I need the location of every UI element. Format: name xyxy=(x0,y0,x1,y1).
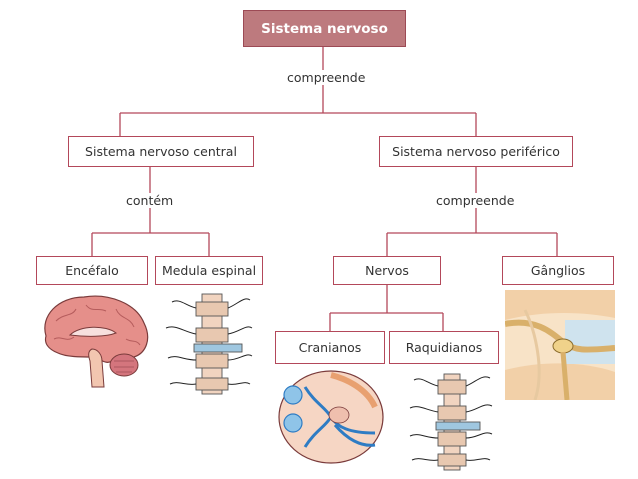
root-node: Sistema nervoso xyxy=(243,10,406,47)
peripheral-connector-label: compreende xyxy=(434,193,517,208)
central-connector-label: contém xyxy=(124,193,176,208)
brain-illustration xyxy=(44,295,149,388)
central-node: Sistema nervoso central xyxy=(68,136,254,167)
encefalo-node: Encéfalo xyxy=(36,256,148,285)
spinal-nerves-illustration xyxy=(409,373,493,471)
peripheral-node: Sistema nervoso periférico xyxy=(379,136,573,167)
cranianos-node: Cranianos xyxy=(275,331,385,364)
root-connector-label: compreende xyxy=(285,70,368,85)
ganglia-illustration xyxy=(505,290,615,400)
raquidianos-node: Raquidianos xyxy=(389,331,499,364)
cranial-nerves-illustration xyxy=(278,370,384,464)
spinal-cord-illustration xyxy=(165,293,253,395)
medula-node: Medula espinal xyxy=(155,256,263,285)
nervos-node: Nervos xyxy=(333,256,441,285)
ganglios-node: Gânglios xyxy=(502,256,614,285)
